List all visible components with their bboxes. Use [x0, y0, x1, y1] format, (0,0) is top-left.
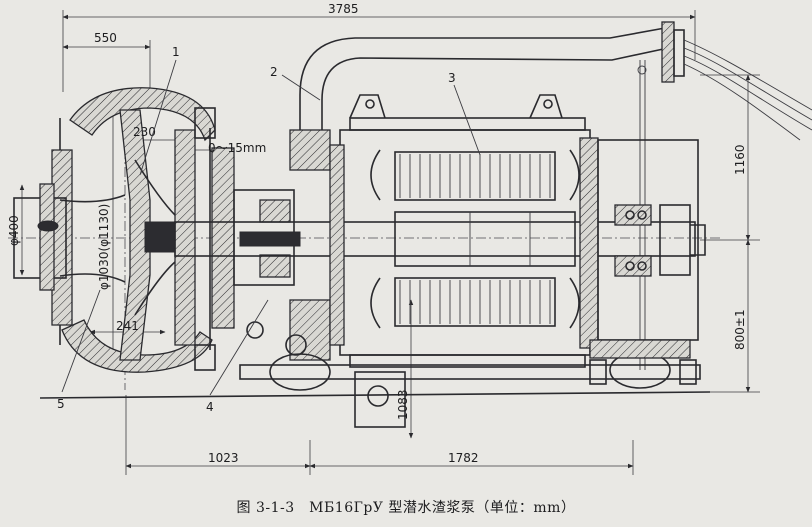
impeller [119, 109, 176, 361]
rear-bearing-housing [597, 139, 706, 341]
stator-windings [370, 149, 580, 329]
dim-motor-to-end: 1782 [448, 451, 479, 465]
dim-impeller-outlet: 241 [116, 319, 139, 333]
dim-impeller-diameter: φ1030(φ1130) [97, 204, 111, 290]
suction-inlet [13, 183, 126, 291]
dim-height-to-cable: 1160 [733, 144, 747, 175]
dim-impeller-gap: 0～15mm [208, 141, 266, 155]
lifting-brackets [349, 94, 563, 119]
dim-overall-length: 3785 [328, 2, 359, 16]
dim-inlet-diameter: φ400 [7, 215, 21, 246]
dim-base-height: 800±1 [733, 309, 747, 350]
part-label-1: 1 [172, 45, 180, 59]
part-label-3: 3 [448, 71, 456, 85]
dimension-labels: 3785 550 230 0～15mm φ400 φ1030(φ1130) 24… [7, 2, 747, 465]
seal-housing [211, 129, 331, 361]
part-label-5: 5 [57, 397, 65, 411]
volute-casing [51, 87, 216, 373]
main-shaft [174, 211, 696, 267]
base-frame [39, 339, 711, 428]
motor-housing [329, 117, 599, 368]
dim-base-drop: 1083 [396, 389, 410, 420]
part-number-leaders: 1 2 3 4 5 [57, 45, 481, 414]
dim-impeller-width: 230 [133, 125, 156, 139]
part-label-4: 4 [206, 400, 214, 414]
part-label-2: 2 [270, 65, 278, 79]
dim-pump-to-base: 1023 [208, 451, 239, 465]
discharge-pipe [299, 21, 812, 370]
figure-caption: 图 3-1-3 MБ16ГрУ 型潜水渣浆泵（单位：mm） [236, 500, 576, 516]
dim-inlet-section: 550 [94, 31, 117, 45]
